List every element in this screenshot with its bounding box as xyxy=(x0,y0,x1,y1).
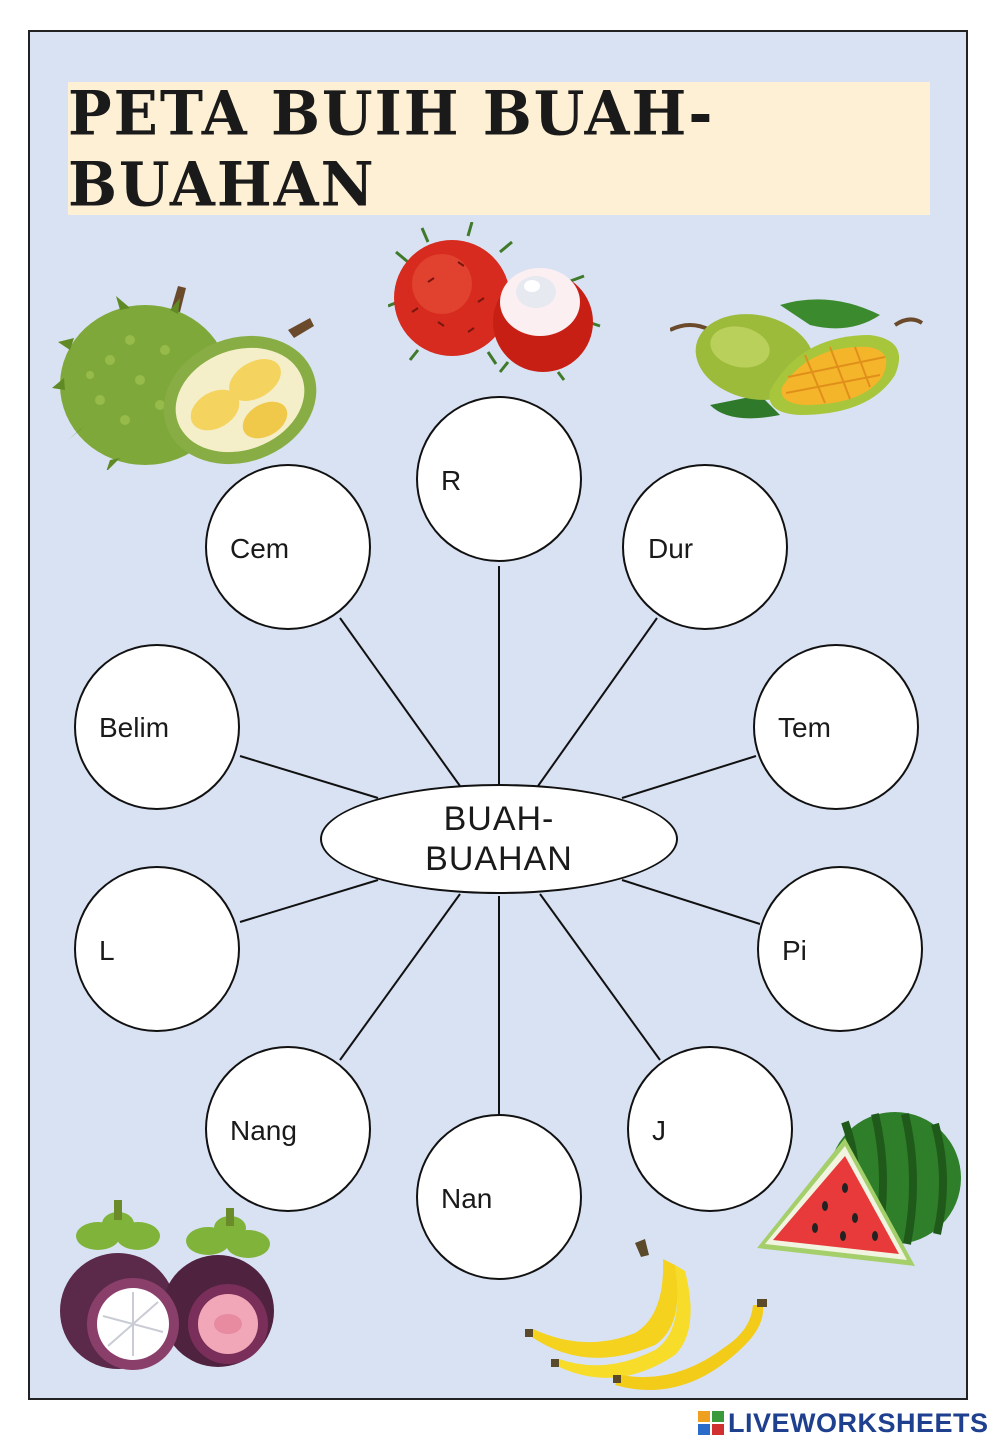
bubble-label-cem: Cem xyxy=(230,533,290,564)
bubble-label-l: L xyxy=(99,935,115,966)
liveworksheets-logo-icon xyxy=(698,1411,724,1435)
connector-tem xyxy=(621,755,757,799)
bubble-label-nan: Nan xyxy=(441,1183,493,1214)
bubble-label-tem: Tem xyxy=(778,712,831,743)
watermelon-icon xyxy=(757,1112,961,1266)
bubble-label-dur: Dur xyxy=(648,533,694,564)
connector-belim xyxy=(239,755,379,799)
center-bubble: BUAH- BUAHAN xyxy=(320,784,678,894)
liveworksheets-brand: LIVEWORKSHEETS xyxy=(698,1408,989,1438)
page-title: PETA BUIH BUAH-BUAHAN xyxy=(68,77,715,220)
bubble-label-r: R xyxy=(441,465,462,496)
bubble-pi[interactable] xyxy=(757,866,923,1032)
banana-icon xyxy=(525,1239,767,1390)
connector-j xyxy=(539,893,661,1061)
bubble-r[interactable] xyxy=(416,396,582,562)
bubble-j[interactable] xyxy=(627,1046,793,1212)
bubble-belim[interactable] xyxy=(74,644,240,810)
bubble-label-j: J xyxy=(652,1115,666,1146)
bubble-dur[interactable] xyxy=(622,464,788,630)
bubble-label-nang: Nang xyxy=(230,1115,297,1146)
bubble-nan[interactable] xyxy=(416,1114,582,1280)
title-banner: PETA BUIH BUAH-BUAHAN xyxy=(68,77,930,220)
connector-l xyxy=(239,879,379,923)
bubble-nang[interactable] xyxy=(205,1046,371,1212)
durian-icon xyxy=(52,286,317,470)
center-label-line2: BUAHAN xyxy=(425,840,573,878)
bubble-label-pi: Pi xyxy=(782,935,807,966)
mango-icon xyxy=(670,299,924,419)
bubble-cem[interactable] xyxy=(205,464,371,630)
bubble-l[interactable] xyxy=(74,866,240,1032)
bubble-tem[interactable] xyxy=(753,644,919,810)
brand-text: LIVEWORKSHEETS xyxy=(728,1407,989,1438)
bubble-label-belim: Belim xyxy=(99,712,170,743)
connector-dur xyxy=(537,617,658,787)
connector-cem xyxy=(339,617,461,787)
center-label-line1: BUAH- xyxy=(443,800,555,838)
mangosteen-icon xyxy=(60,1200,274,1370)
rambutan-icon xyxy=(388,222,601,381)
connector-pi xyxy=(621,879,761,925)
connector-nang xyxy=(339,893,461,1061)
